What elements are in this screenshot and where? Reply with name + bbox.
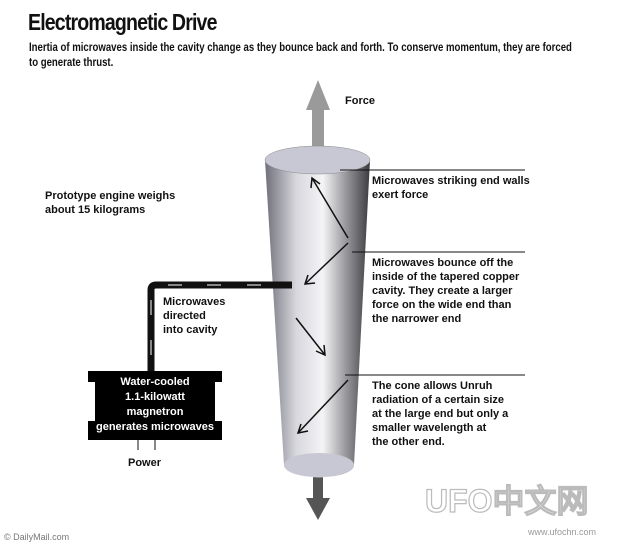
unruh-label: The cone allows Unruh: [372, 380, 493, 392]
watermark-logo: UFO中文网 www.ufochn.com: [424, 482, 596, 537]
end-walls-label: exert force: [372, 189, 428, 201]
cavity-bottom-end: [284, 453, 354, 477]
unruh-label: at the large end but only a: [372, 408, 509, 420]
bounce-label: the narrower end: [372, 313, 461, 325]
magnetron-box: [88, 371, 222, 440]
unruh-label: the other end.: [372, 436, 445, 448]
power-label: Power: [128, 457, 162, 469]
end-walls-label: Microwaves striking end walls: [372, 175, 530, 187]
magnetron-label-line: generates microwaves: [96, 421, 214, 433]
directed-label: directed: [163, 310, 206, 322]
prototype-label: Prototype engine weighs: [45, 190, 175, 202]
magnetron-label-line: magnetron: [127, 406, 184, 418]
bounce-label: cavity. They create a larger: [372, 285, 513, 297]
bounce-label: Microwaves bounce off the: [372, 257, 513, 269]
force-up-arrow: [306, 80, 330, 150]
credit: © DailyMail.com: [4, 532, 69, 542]
magnetron-label-line: Water-cooled: [120, 376, 189, 388]
waveguide-flow-arrows: [150, 284, 261, 355]
cavity-top-end: [264, 145, 371, 175]
directed-label: Microwaves: [163, 296, 225, 308]
bounce-label: force on the wide end than: [372, 299, 512, 311]
bounce-label: inside of the tapered copper: [372, 271, 520, 283]
force-label: Force: [345, 95, 375, 107]
unruh-label: smaller wavelength at: [372, 422, 487, 434]
directed-label: into cavity: [163, 324, 218, 336]
copper-cavity: [265, 160, 370, 478]
watermark-url: www.ufochn.com: [527, 527, 596, 537]
subtitle: Inertia of microwaves inside the cavity …: [29, 40, 572, 69]
bounce-arrows: [295, 176, 349, 434]
page-title: Electromagnetic Drive: [28, 9, 217, 35]
unruh-label: radiation of a certain size: [372, 394, 504, 406]
magnetron-label-line: 1.1-kilowatt: [125, 391, 185, 403]
leader-lines: [340, 169, 525, 376]
watermark-logo-text: UFO中文网: [425, 483, 589, 519]
force-down-arrow: [306, 475, 330, 520]
prototype-label: about 15 kilograms: [45, 204, 145, 216]
power-wires: [137, 440, 156, 450]
waveguide: [147, 281, 292, 372]
